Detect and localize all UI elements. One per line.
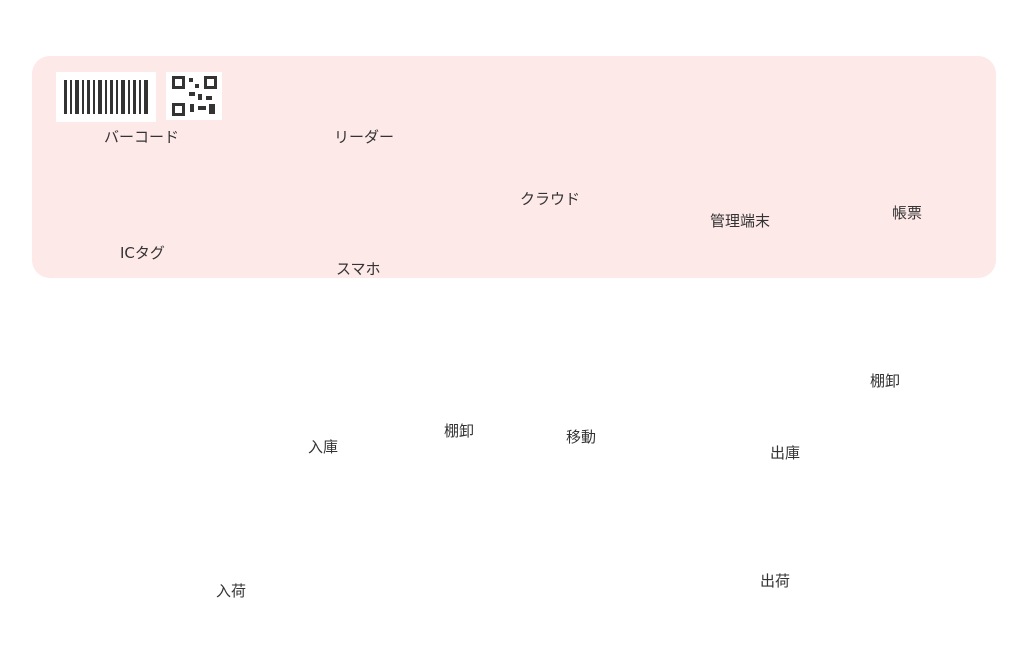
barcode-icon	[56, 72, 156, 122]
label-ledger: 帳票	[892, 204, 923, 222]
label-cloud: クラウド	[520, 190, 581, 208]
top-panel	[32, 56, 996, 278]
label-reader: リーダー	[334, 128, 395, 146]
label-shipping: 出荷	[760, 572, 791, 590]
label-move: 移動	[566, 428, 597, 446]
label-warehousing: 入庫	[308, 438, 339, 456]
label-stocktake-1: 棚卸	[444, 422, 475, 440]
label-ic-tag: ICタグ	[120, 244, 165, 262]
label-barcode: バーコード	[104, 128, 180, 146]
label-terminal: 管理端末	[710, 212, 771, 230]
label-stocktake-2: 棚卸	[870, 372, 901, 390]
qr-code-icon	[166, 72, 222, 120]
label-retrieval: 出庫	[770, 444, 801, 462]
label-inbound: 入荷	[216, 582, 247, 600]
label-smartphone: スマホ	[336, 260, 381, 278]
